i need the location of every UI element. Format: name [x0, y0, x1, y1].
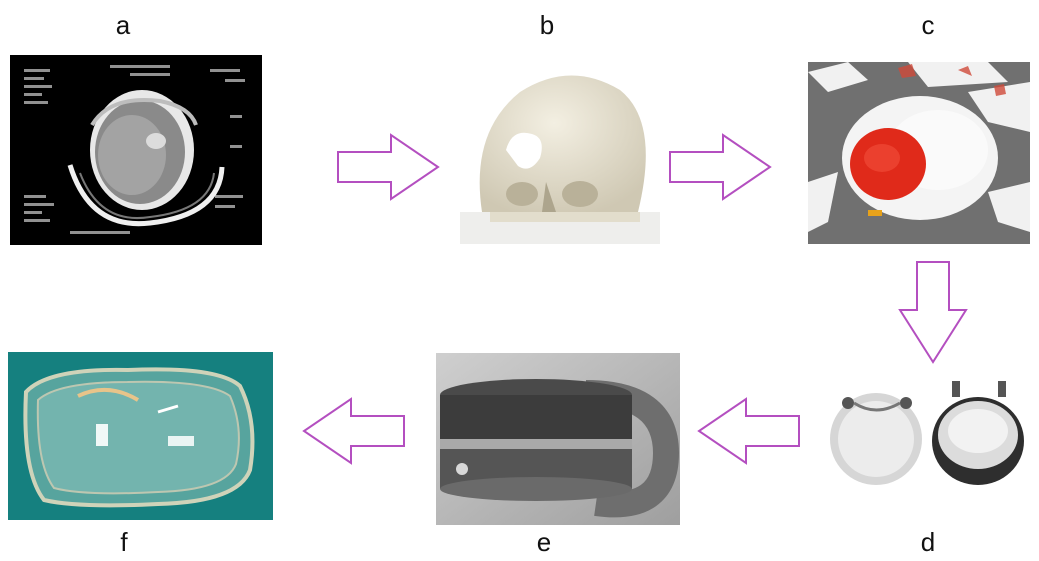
arrow-d-to-e-icon [697, 397, 801, 465]
cranial-implant-image [8, 352, 273, 520]
skull-model-image [460, 62, 660, 244]
label-e: e [524, 527, 564, 557]
arrow-a-to-b-icon [336, 133, 440, 201]
arrow-c-to-d-icon [898, 260, 968, 364]
clamped-mold-image [436, 353, 680, 525]
label-c: c [908, 10, 948, 40]
label-b: b [527, 10, 567, 40]
digital-model-image [808, 62, 1030, 244]
mold-halves-image [826, 377, 1032, 487]
arrow-e-to-f-icon [302, 397, 406, 465]
ct-scan-image [10, 55, 262, 245]
label-f: f [104, 527, 144, 557]
arrow-b-to-c-icon [668, 133, 772, 201]
label-a: a [103, 10, 143, 40]
label-d: d [908, 527, 948, 557]
